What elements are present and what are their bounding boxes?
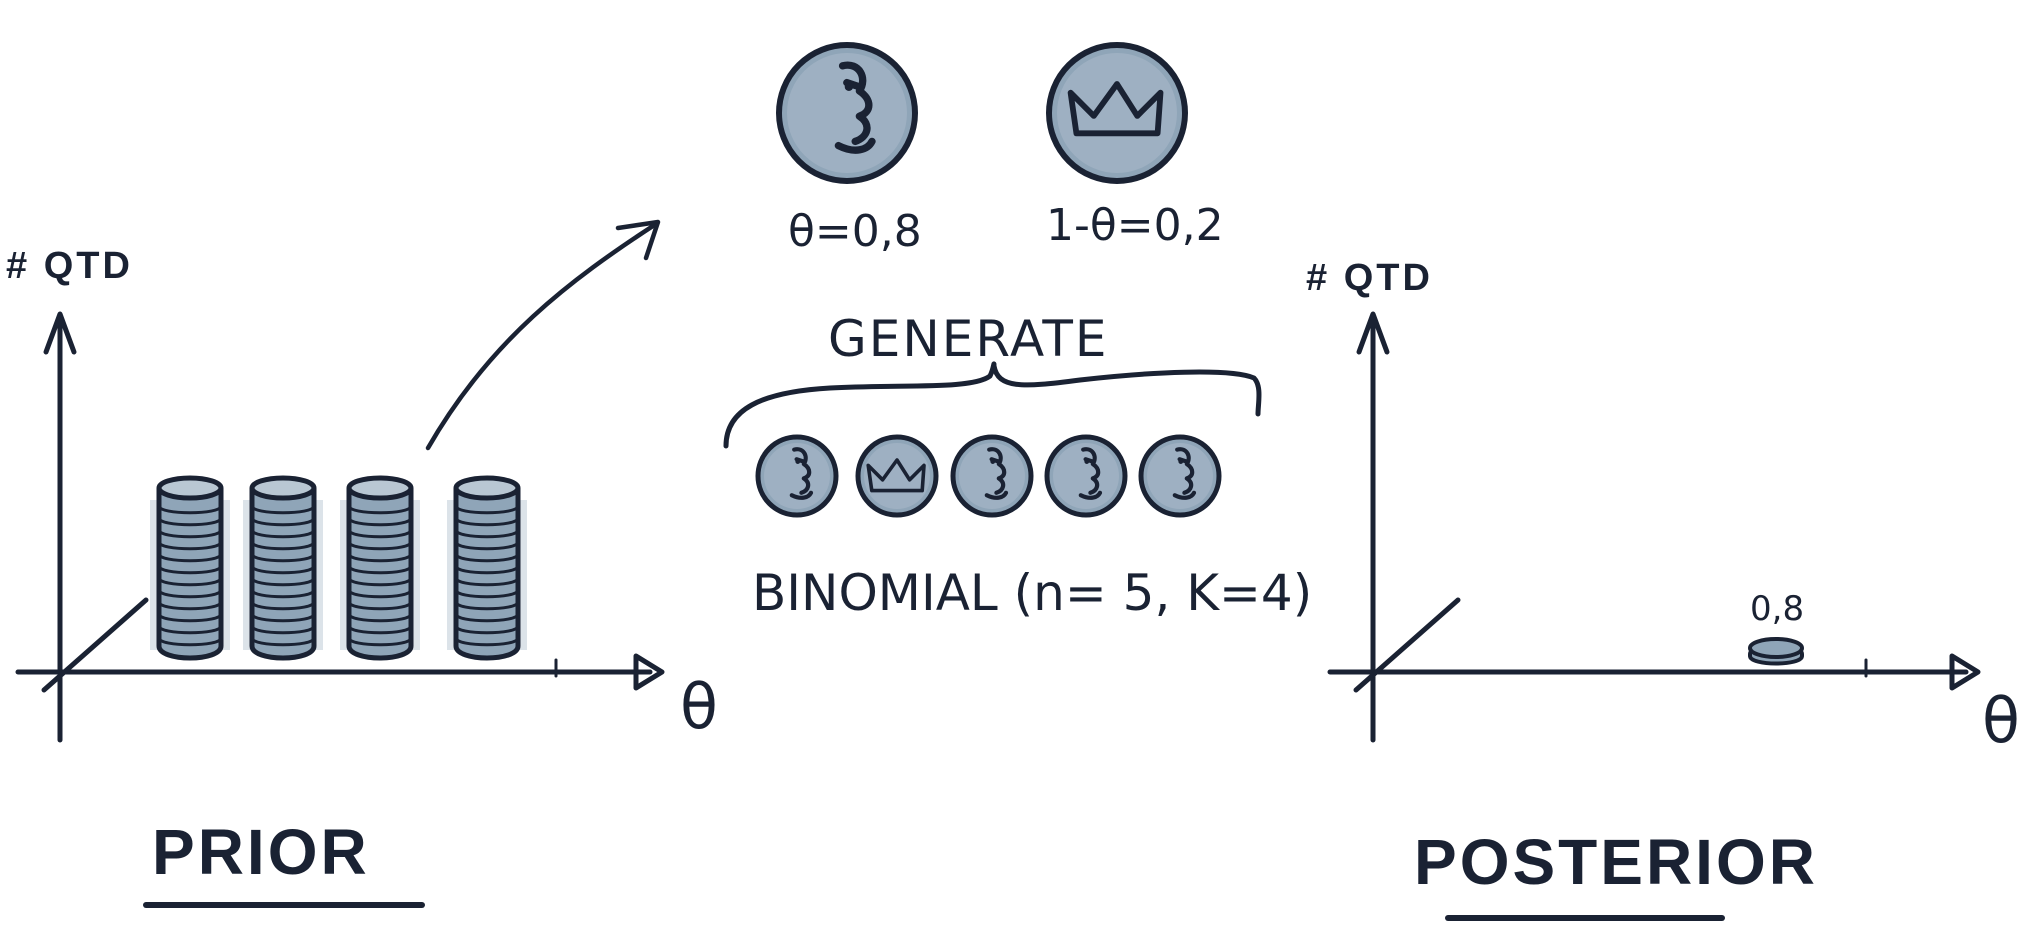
posterior-z-axis [1353,597,1461,693]
coin-stack [340,475,420,661]
prior-coin-stacks [150,475,527,661]
generated-coin-sequence [755,434,1222,518]
prior-z-axis [41,597,149,693]
coin-stack [447,475,527,661]
prior-y-arrowhead [43,311,77,355]
posterior-coin [1748,637,1804,666]
generate-brace [723,361,1262,449]
prior-to-coins-arrow [425,221,659,451]
tails-coin [1046,42,1188,184]
posterior-y-arrowhead [1356,311,1390,355]
posterior-x-label: θ [1982,684,2020,757]
generate-section: GENERATE BINOMIAL (n= 5, K=4) [723,310,1312,622]
posterior-title: POSTERIOR [1414,826,1818,898]
prior-title: PRIOR [152,816,370,888]
generated-coin [1138,434,1222,518]
heads-probability-label: θ=0,8 [788,206,922,257]
posterior-chart: # QTD θ 0,8 POSTERIOR [1306,257,2020,921]
generated-coin [950,434,1034,518]
posterior-coin-value: 0,8 [1750,589,1804,629]
tails-probability-label: 1-θ=0,2 [1046,200,1224,251]
generated-coin [1044,434,1128,518]
generated-coin [855,434,939,518]
posterior-x-arrowhead [1949,653,1981,691]
prior-to-coins-arrowhead [615,219,661,261]
prior-x-arrowhead [633,653,665,691]
prior-y-label: # QTD [6,245,133,287]
prior-x-label: θ [680,670,718,743]
coin-stack [243,475,323,661]
prior-chart: # QTD θ PRIOR [6,219,718,908]
posterior-y-label: # QTD [1306,257,1433,299]
coin-probabilities: θ=0,8 1-θ=0,2 [776,42,1224,257]
generate-label: GENERATE [828,310,1109,368]
generated-coin [755,434,839,518]
binomial-label: BINOMIAL (n= 5, K=4) [752,564,1312,622]
heads-coin [776,42,918,184]
coin-stack [150,475,230,661]
